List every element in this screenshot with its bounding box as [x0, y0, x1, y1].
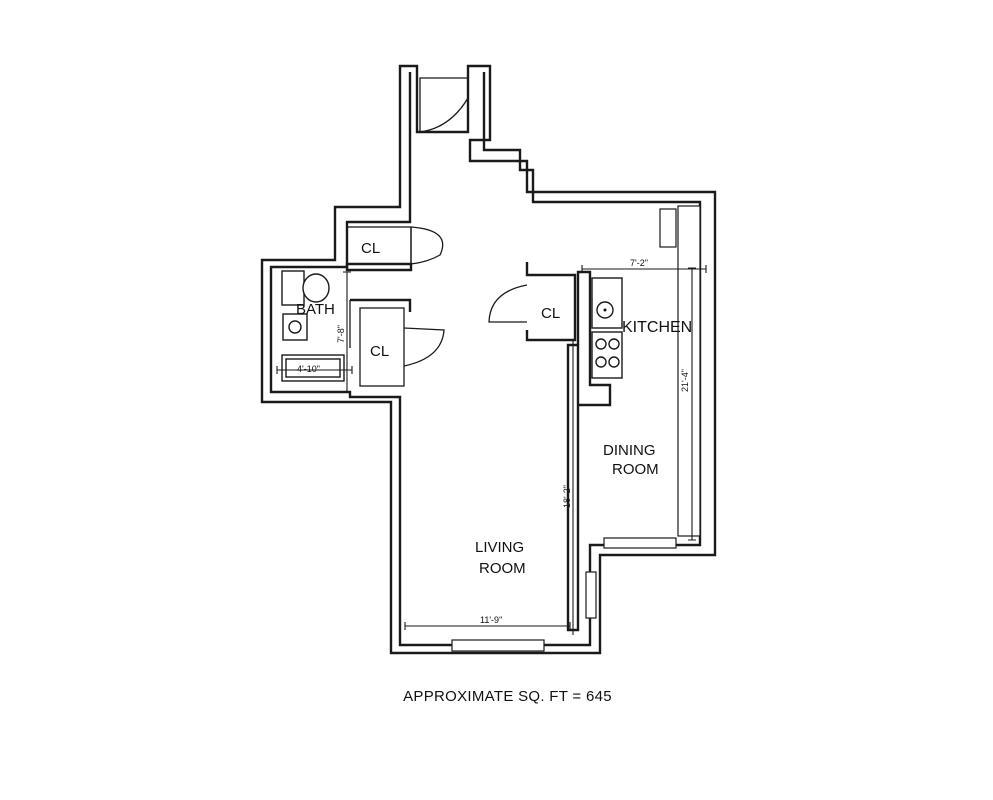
kitchen-fixtures — [591, 277, 623, 379]
label-closet-hall: CL — [370, 343, 389, 360]
label-living-2: ROOM — [479, 560, 526, 577]
dim-bath-width — [276, 366, 353, 374]
dim-kitchen-height — [688, 267, 696, 541]
closet-hall-box — [359, 307, 405, 387]
dim-text-living-width: 11'-9" — [480, 615, 502, 625]
closet-top-door — [410, 226, 444, 265]
dim-kitchen-width — [581, 265, 707, 273]
dim-bath-height — [343, 271, 351, 393]
dim-text-kitchen-height: 21'-4" — [680, 369, 690, 392]
window-living-side — [585, 571, 597, 619]
label-closet-right: CL — [541, 305, 560, 322]
closet-right-door — [488, 284, 528, 323]
label-kitchen: KITCHEN — [622, 319, 692, 336]
label-closet-top: CL — [361, 240, 380, 257]
living-dining-partition — [566, 343, 580, 632]
dim-text-bath-height: 7'-8" — [336, 325, 346, 343]
hall-wall — [345, 262, 413, 272]
window-right — [677, 205, 701, 537]
label-bath: BATH — [296, 301, 335, 318]
closet-right-wall — [525, 262, 577, 342]
dim-text-living-height: 18'-2" — [562, 485, 572, 508]
approximate-area-label: APPROXIMATE SQ. FT = 645 — [403, 688, 612, 705]
label-dining-1: DINING — [603, 442, 656, 459]
closet-hall-door — [403, 327, 445, 367]
dim-text-bath-width: 4'-10" — [297, 364, 320, 374]
outer-wall — [260, 64, 717, 655]
dim-text-kitchen-width: 7'-2" — [630, 258, 648, 268]
bath-partition — [350, 298, 412, 312]
window-living-bottom — [451, 639, 545, 652]
window-dining — [603, 537, 677, 549]
bath-fixtures — [281, 270, 345, 382]
window-top-right — [659, 208, 677, 248]
kitchen-partition — [576, 270, 612, 407]
label-living-1: LIVING — [475, 539, 524, 556]
dim-living-width — [404, 622, 571, 630]
label-dining-2: ROOM — [612, 461, 659, 478]
entry-door — [419, 77, 469, 133]
